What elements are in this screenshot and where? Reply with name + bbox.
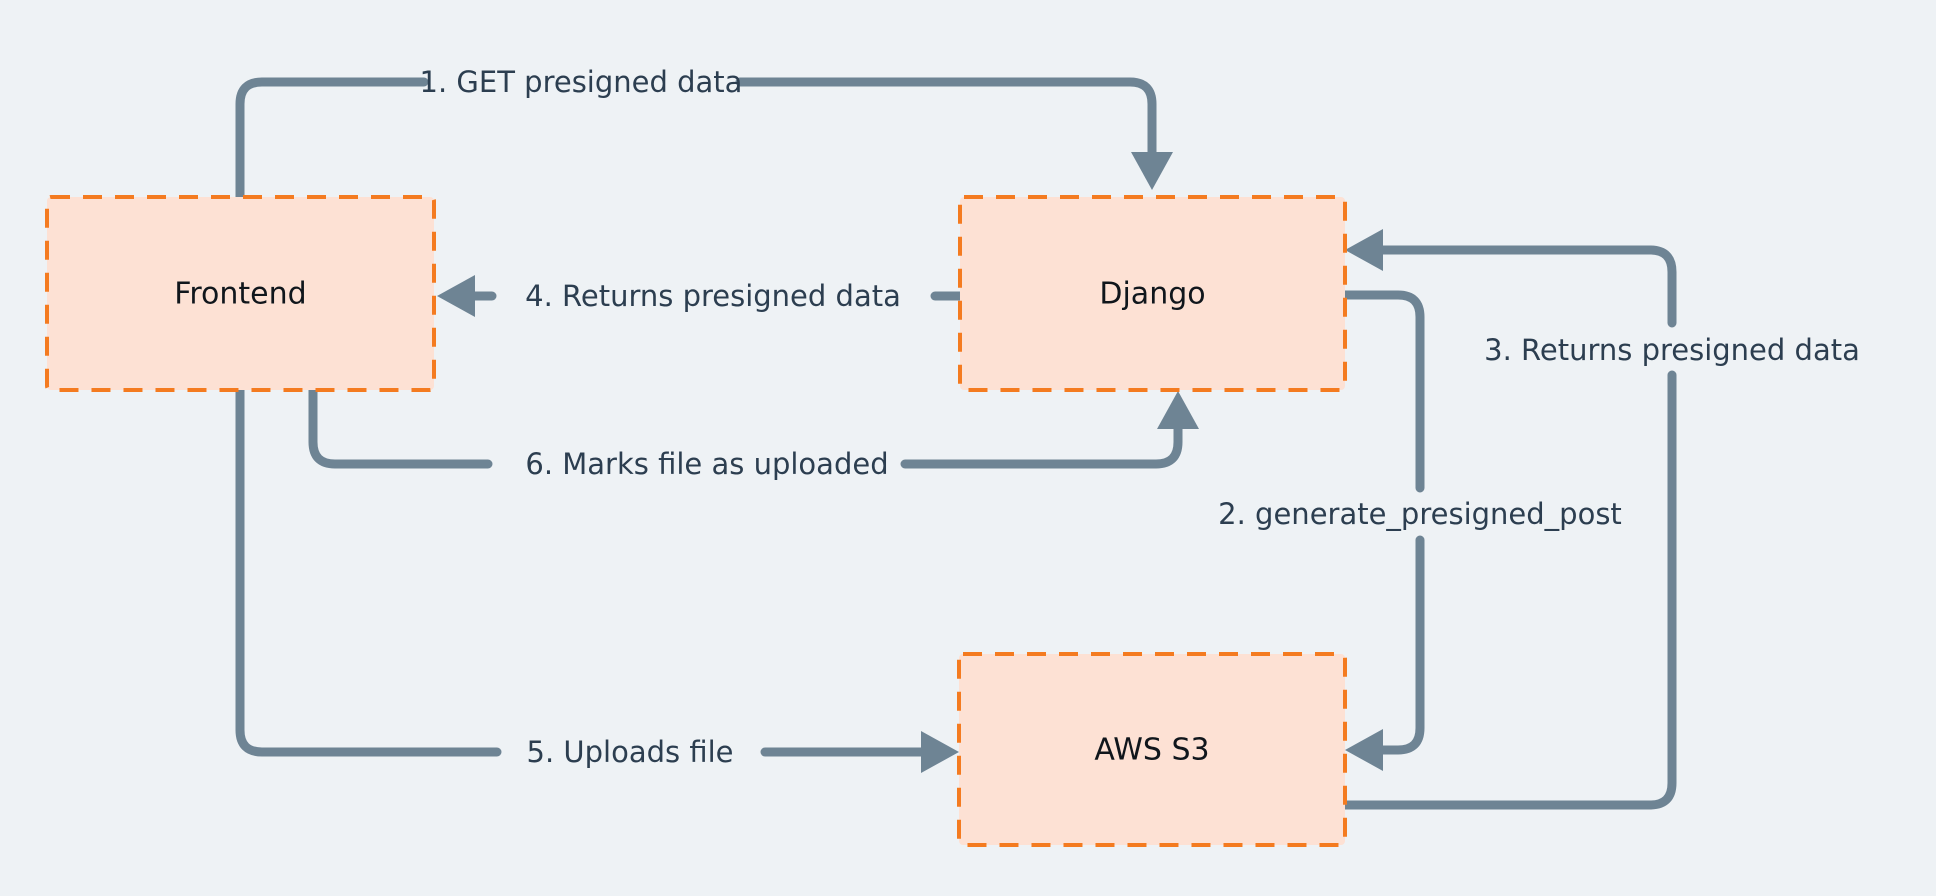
edge-6-arrow-head xyxy=(1157,391,1199,429)
edge-4-arrow-head xyxy=(437,275,475,317)
edge-2-arrow-head xyxy=(1345,729,1383,771)
node-django-label: Django xyxy=(1099,277,1205,312)
node-frontend-box[interactable] xyxy=(45,195,436,392)
node-django[interactable]: Django xyxy=(958,195,1347,392)
edge-1-get-presigned-data: 1. GET presigned data xyxy=(235,65,1173,202)
edge-6-path-left xyxy=(308,385,493,469)
node-frontend[interactable]: Frontend xyxy=(45,195,436,392)
edge-3-path-lower xyxy=(1340,370,1677,810)
edge-2-generate-presigned-post: 2. generate_presigned_post xyxy=(1218,290,1622,771)
edge-5-uploads-file: 5. Uploads file xyxy=(235,385,959,773)
edge-6-marks-file-as-uploaded: 6. Marks file as uploaded xyxy=(308,385,1199,481)
edge-6-label: 6. Marks file as uploaded xyxy=(525,447,888,481)
node-aws-s3-box[interactable] xyxy=(957,652,1347,847)
edge-5-label: 5. Uploads file xyxy=(527,735,734,769)
edge-1-path-right xyxy=(735,77,1157,162)
node-frontend-label: Frontend xyxy=(174,277,306,312)
edge-2-label: 2. generate_presigned_post xyxy=(1218,497,1622,531)
node-django-box[interactable] xyxy=(958,195,1347,392)
edge-4-returns-presigned-data: 4. Returns presigned data xyxy=(437,275,965,317)
edge-1-path-left xyxy=(235,77,429,202)
edge-6-path-right xyxy=(900,419,1183,469)
edge-2-path-upper xyxy=(1340,290,1425,493)
edge-4-label: 4. Returns presigned data xyxy=(525,279,901,313)
node-aws-s3-label: AWS S3 xyxy=(1094,733,1209,768)
edge-3-label: 3. Returns presigned data xyxy=(1484,333,1860,367)
edge-3-returns-presigned-data: 3. Returns presigned data xyxy=(1340,229,1860,810)
edge-1-label: 1. GET presigned data xyxy=(420,65,743,99)
node-aws-s3[interactable]: AWS S3 xyxy=(957,652,1347,847)
edge-5-path-left xyxy=(235,385,502,757)
edge-3-arrow-head xyxy=(1345,229,1383,271)
edge-3-path-upper xyxy=(1373,245,1677,328)
edge-2-path-lower xyxy=(1373,535,1425,755)
edge-1-arrow-head xyxy=(1131,152,1173,190)
edge-5-arrow-head xyxy=(921,731,959,773)
